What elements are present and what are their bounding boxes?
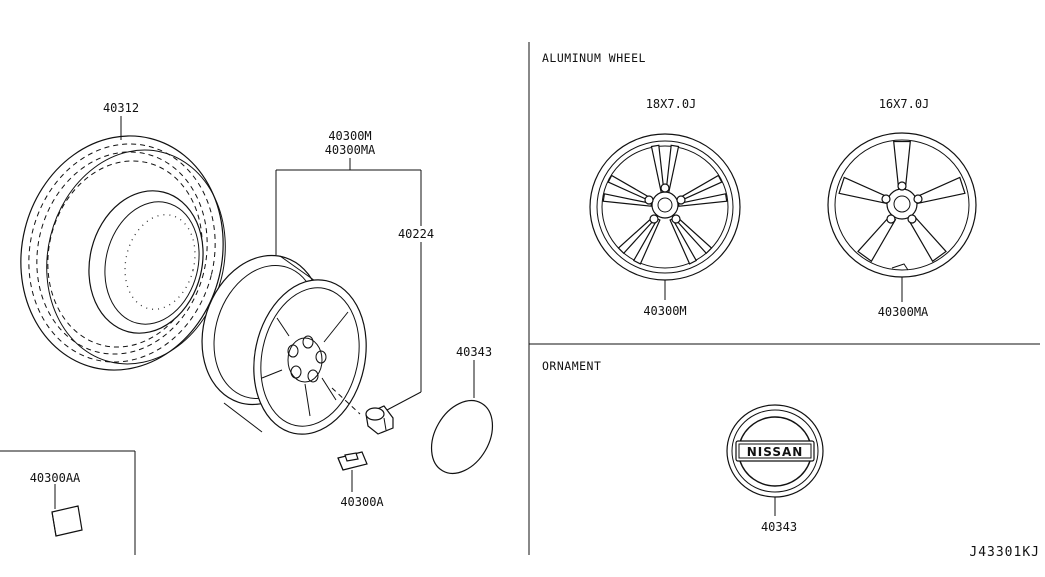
label-balance-weight: 40300A [340,495,384,509]
label-cap: 40343 [456,345,492,359]
labels: ALUMINUM WHEEL ORNAMENT 40312 40300M 403… [30,51,1040,560]
diagram-code: J43301KJ [969,545,1040,560]
label-wheel-size-18: 18X7.0J [646,97,697,111]
alu-wheel-16-illustration [827,132,977,278]
tire-illustration [20,135,226,371]
section-dividers [0,42,1040,555]
label-balance-weight-aa: 40300AA [30,471,81,485]
section-title-aluminum-wheel: ALUMINUM WHEEL [542,51,646,65]
balance-weight-illustration [337,451,368,471]
balance-weight-aa-illustration [51,505,83,537]
lug-nut-illustration [365,405,394,435]
alu-wheel-18-illustration [589,133,741,281]
label-tire: 40312 [103,101,139,115]
ornament-emblem-illustration: NISSAN [726,404,824,498]
label-alu-wheel-m: 40300M [643,304,686,318]
label-ornament: 40343 [761,520,797,534]
label-wheel-size-16: 16X7.0J [879,97,930,111]
cap-illustration [430,400,494,474]
label-wheel-ma: 40300MA [325,143,376,157]
leader-lines [54,116,903,516]
steel-wheel-illustration [201,254,367,435]
emblem-logo-text: NISSAN [747,445,804,459]
section-title-ornament: ORNAMENT [542,359,601,373]
label-wheel-m: 40300M [328,129,371,143]
label-lug-nut: 40224 [398,227,434,241]
label-alu-wheel-ma: 40300MA [878,305,929,319]
